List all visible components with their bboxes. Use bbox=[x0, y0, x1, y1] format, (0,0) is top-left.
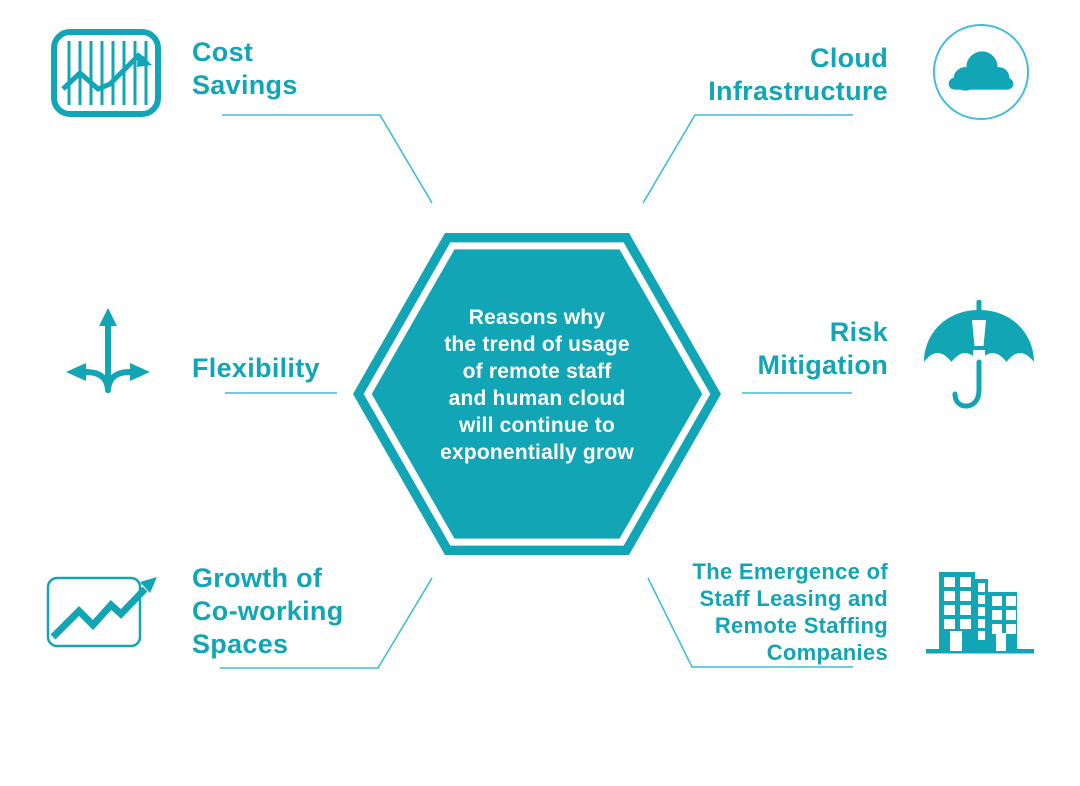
label-line: Staff Leasing and bbox=[699, 586, 888, 611]
hexagon-text-line: will continue to bbox=[458, 414, 616, 437]
label-line: Companies bbox=[766, 640, 888, 665]
label-line: Growth of bbox=[192, 563, 323, 593]
growth-chart-icon bbox=[45, 565, 160, 650]
label-line: Mitigation bbox=[757, 350, 888, 380]
branching-arrows-icon bbox=[58, 302, 158, 402]
buildings-icon bbox=[922, 565, 1038, 657]
label-line: Spaces bbox=[192, 629, 289, 659]
label-line: Cloud bbox=[810, 43, 888, 73]
hexagon-text: Reasons why the trend of usage of remote… bbox=[397, 304, 677, 466]
label-line: Cost bbox=[192, 37, 254, 67]
hexagon-text-line: Reasons why bbox=[468, 306, 606, 329]
label-line: Co-working bbox=[192, 596, 344, 626]
label-cost-savings: Cost Savings bbox=[192, 36, 298, 102]
label-flexibility: Flexibility bbox=[192, 352, 320, 385]
hexagon bbox=[353, 233, 721, 555]
hexagon-text-line: exponentially grow bbox=[440, 441, 634, 464]
label-risk-mitigation: Risk Mitigation bbox=[758, 316, 888, 382]
bar-chart-icon bbox=[50, 28, 162, 118]
cloud-icon bbox=[932, 23, 1030, 121]
label-line: Infrastructure bbox=[708, 76, 888, 106]
label-coworking: Growth of Co-working Spaces bbox=[192, 562, 344, 661]
label-line: Savings bbox=[192, 70, 298, 100]
umbrella-icon bbox=[920, 298, 1038, 413]
label-line: The Emergence of bbox=[692, 559, 888, 584]
hexagon-text-line: the trend of usage bbox=[444, 333, 630, 356]
leader-line-cost-savings bbox=[222, 114, 433, 204]
label-line: Flexibility bbox=[192, 353, 320, 383]
label-line: Risk bbox=[829, 317, 888, 347]
hexagon-shape bbox=[353, 233, 721, 555]
hexagon-text-line: and human cloud bbox=[448, 387, 626, 410]
hexagon-text-line: of remote staff bbox=[462, 360, 612, 383]
label-emergence: The Emergence of Staff Leasing and Remot… bbox=[692, 558, 888, 666]
hexagon-inner-border bbox=[363, 242, 711, 546]
leader-line-cloud-infrastructure bbox=[642, 114, 853, 204]
label-line: Remote Staffing bbox=[714, 613, 888, 638]
label-cloud-infrastructure: Cloud Infrastructure bbox=[708, 42, 888, 108]
